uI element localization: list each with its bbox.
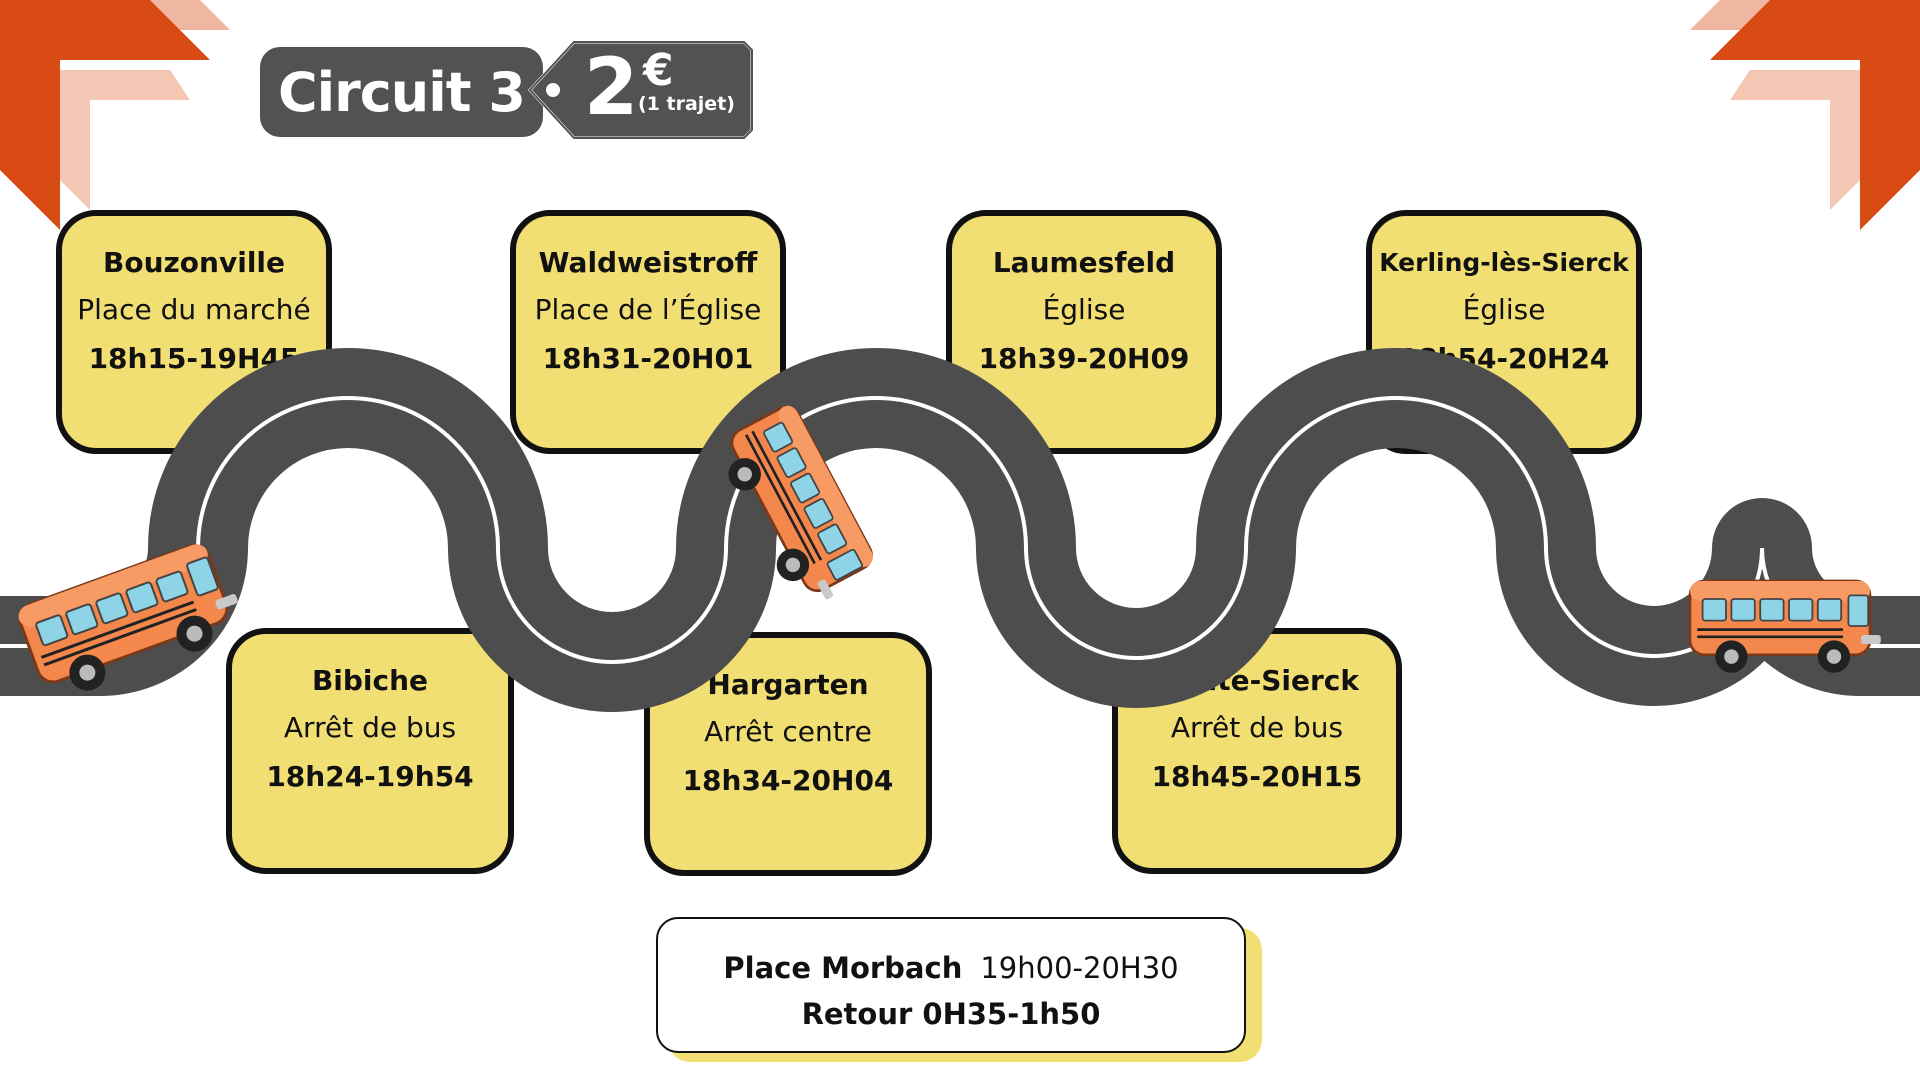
stop-place: Église	[1462, 293, 1546, 326]
stop-town: Waldweistroff	[538, 246, 758, 279]
stop-place: Arrêt centre	[704, 715, 872, 748]
price-amount: 2	[584, 43, 639, 133]
stop-time: 18h45-20H15	[1151, 760, 1363, 793]
stop-place: Place de l’Église	[534, 293, 762, 326]
return-line: Retour 0H35-1h50	[801, 997, 1101, 1031]
stop-town: Hargarten	[707, 668, 869, 701]
destination-line: Place Morbach 19h00-20H30	[658, 945, 1244, 991]
circuit-title: Circuit 3	[260, 47, 543, 137]
stop-time: 18h31-20H01	[542, 342, 754, 375]
stop-time: 18h34-20H04	[682, 764, 894, 797]
destination-info-box: Place Morbach 19h00-20H30 Retour 0H35-1h5…	[656, 917, 1246, 1053]
road	[0, 348, 1920, 712]
corner-arrow-icon	[0, 0, 230, 230]
corner-arrow-icon	[1690, 0, 1920, 230]
destination-place: Place Morbach	[723, 951, 963, 985]
stop-time: 18h39-20H09	[978, 342, 1190, 375]
stop-place: Arrêt de bus	[1170, 711, 1344, 744]
price-note: (1 trajet)	[638, 93, 735, 115]
stop-town: Laumesfeld	[992, 246, 1176, 279]
stop-place: Arrêt de bus	[283, 711, 457, 744]
price-currency: €	[643, 45, 674, 96]
stop-town: Bibiche	[311, 664, 429, 697]
stop-place: Église	[1042, 293, 1126, 326]
stop-card-bibiche: Bibiche Arrêt de bus 18h24-19h54	[226, 628, 514, 874]
stop-place: Place du marché	[77, 293, 311, 326]
tag-hole-icon	[546, 83, 560, 97]
stop-town: Kerling-lès-Sierck	[1379, 248, 1629, 277]
destination-hours: 19h00-20H30	[980, 951, 1179, 985]
stop-time: 18h24-19h54	[266, 760, 474, 793]
stop-town: Bouzonville	[102, 246, 285, 279]
